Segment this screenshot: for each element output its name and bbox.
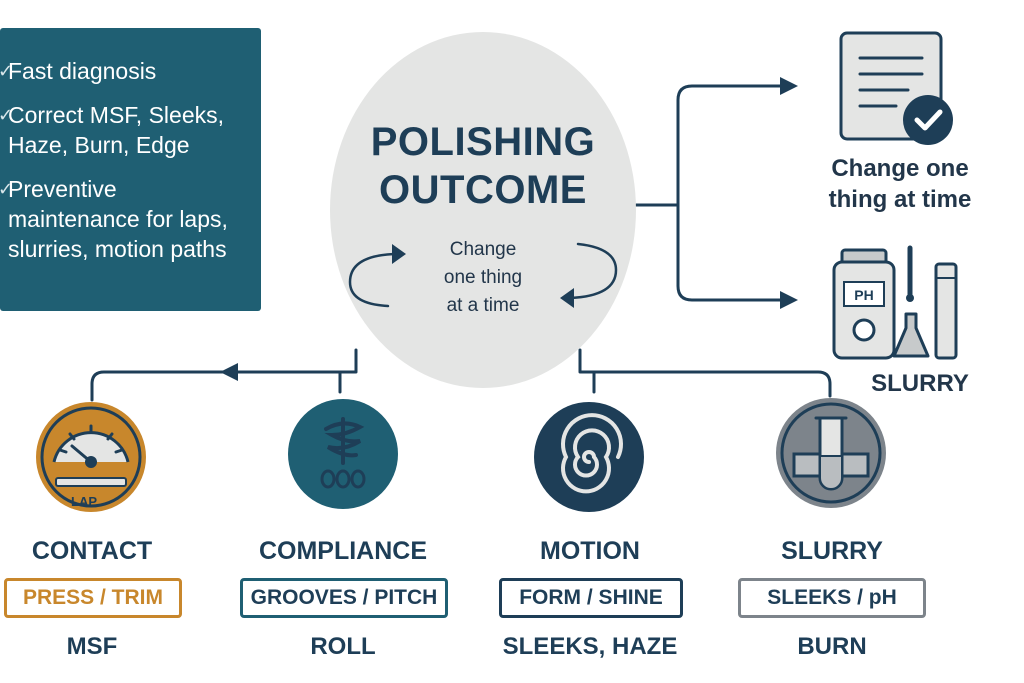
cycle-arrows-icon [348,242,618,308]
checklist-label-line: Change one [831,155,969,182]
info-item-fast-diagnosis: ✓ Fast diagnosis [0,56,253,86]
arrow-right-bottom [780,291,798,309]
category-box-contact: PRESS / TRIM [4,578,182,618]
ph-meter-icon: PH [832,245,958,360]
center-circle [330,32,636,388]
center-sub-line: Change [449,239,517,260]
category-bottom-slurry: BURN [797,633,867,660]
info-item-preventive-maintenance: ✓ Preventive maintenance for laps, slurr… [0,174,253,264]
category-title-slurry: SLURRY [781,537,883,565]
info-item-text: Preventive maintenance for laps, slurrie… [8,176,228,262]
category-bottom-compliance: ROLL [310,633,376,660]
arrow-left [220,363,238,381]
checklist-icon [839,31,953,145]
center-sub-line: at a time [446,295,520,316]
info-item-correct-defects: ✓ Correct MSF, Sleeks, Haze, Burn, Edge [0,100,253,160]
check-mark-icon: ✓ [0,105,14,125]
center-subtitle: Change one thing at a time [400,236,566,320]
gauge-icon: LAP [36,402,146,512]
center-sub-line: one thing [443,267,523,288]
checklist-label-line: thing at time [828,186,972,213]
check-icon [914,109,943,131]
spiral-icon [534,402,644,512]
slurry-label: SLURRY [871,370,969,397]
category-box-motion: FORM / SHINE [499,578,683,618]
center-title-line: OUTCOME [379,168,587,212]
category-bottom-contact: MSF [66,633,118,660]
check-mark-icon: ✓ [0,61,14,81]
checklist-label: Change one thing at time [800,153,1000,215]
gauge-lap-text: LAP [71,494,97,509]
arrow-right-top [780,77,798,95]
info-panel: ✓ Fast diagnosis ✓ Correct MSF, Sleeks, … [0,28,261,311]
category-box-slurry: SLEEKS / pH [738,578,926,618]
category-title-motion: MOTION [540,537,640,565]
ph-text: PH [854,287,873,303]
category-title-compliance: COMPLIANCE [258,537,428,565]
center-title-line: POLISHING [370,120,596,164]
category-box-compliance: GROOVES / PITCH [240,578,448,618]
center-title: POLISHING OUTCOME [330,118,636,214]
spring-icon [288,399,398,509]
info-item-text: Fast diagnosis [8,58,157,84]
test-tube-icon [776,398,886,508]
check-mark-icon: ✓ [0,179,14,199]
category-title-contact: CONTACT [31,537,153,565]
category-bottom-motion: SLEEKS, HAZE [502,633,678,660]
info-item-text: Correct MSF, Sleeks, Haze, Burn, Edge [8,102,224,158]
